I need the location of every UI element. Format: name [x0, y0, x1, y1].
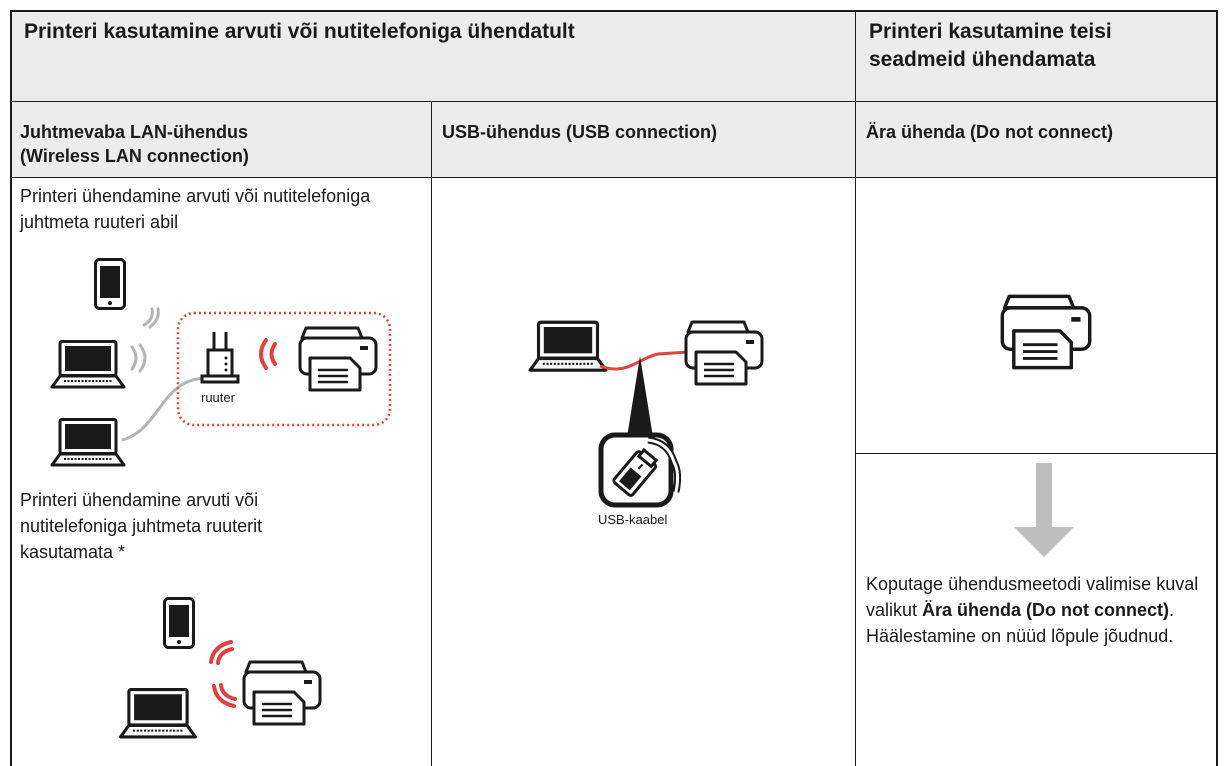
- router-description: Printeri ühendamine arvuti või nutitelef…: [20, 186, 371, 232]
- instruction-bold: Ära ühenda (Do not connect): [922, 600, 1170, 620]
- printer-icon: [1000, 294, 1092, 370]
- divider-col-2: [855, 10, 856, 766]
- laptop-icon: [119, 688, 197, 739]
- none-title: Ära ühenda (Do not connect): [866, 122, 1113, 142]
- printer-icon: [242, 660, 322, 726]
- divider-none-split: [855, 453, 1218, 454]
- not-connected-title-text: Printeri kasutamine teisi seadmeid ühend…: [869, 20, 1112, 71]
- wireless-title-line1: Juhtmevaba LAN-ühendus: [20, 122, 249, 142]
- instruction-post: . Häälestamine on nüüd lõpule jõudnud.: [866, 600, 1175, 646]
- lan-cable: [121, 376, 206, 442]
- laptop-icon: [50, 418, 126, 467]
- not-connected-title: Printeri kasutamine teisi seadmeid ühend…: [855, 18, 1218, 74]
- usb-plug-icon: [598, 432, 682, 508]
- wireless-title: Juhtmevaba LAN-ühendus (Wireless LAN con…: [20, 120, 430, 168]
- router-printer-group: [176, 311, 392, 427]
- smartphone-icon: [163, 597, 195, 649]
- printer-icon: [298, 326, 378, 392]
- header-row-main: [10, 10, 1218, 101]
- wifi-wave-icon: [209, 640, 234, 665]
- direct-description: Printeri ühendamine arvuti või nutitelef…: [20, 490, 263, 562]
- printer-icon: [684, 320, 764, 386]
- laptop-icon: [50, 340, 126, 389]
- wifi-wave-icon: [212, 683, 237, 708]
- usb-cable: [599, 350, 689, 371]
- usb-title: USB-ühendus (USB connection): [442, 122, 717, 142]
- wifi-wave-icon: [130, 343, 147, 373]
- divider-row-2: [10, 177, 1218, 178]
- wifi-wave-icon: [142, 307, 160, 329]
- wireless-title-line2: (Wireless LAN connection): [20, 146, 249, 166]
- usb-cable-label: USB-kaabel: [598, 512, 668, 527]
- divider-col-1: [431, 101, 432, 766]
- callout-pointer: [624, 356, 656, 456]
- border-top: [10, 10, 1218, 12]
- header-row-sub: [10, 101, 1218, 177]
- instruction-pre: Koputage ühendusmeetodi valimise kuval v…: [866, 574, 1199, 620]
- laptop-icon: [528, 320, 608, 372]
- border-right: [1216, 10, 1218, 766]
- connected-title: Printeri kasutamine arvuti või nutitelef…: [24, 20, 575, 43]
- wifi-wave-icon: [259, 338, 277, 370]
- router-label: ruuter: [201, 390, 235, 405]
- router-icon: [200, 332, 240, 384]
- border-left: [10, 10, 12, 766]
- down-arrow-icon: [1014, 463, 1074, 557]
- divider-row-1: [10, 101, 1218, 102]
- none-instruction: Koputage ühendusmeetodi valimise kuval v…: [866, 571, 1206, 649]
- smartphone-icon: [94, 258, 126, 310]
